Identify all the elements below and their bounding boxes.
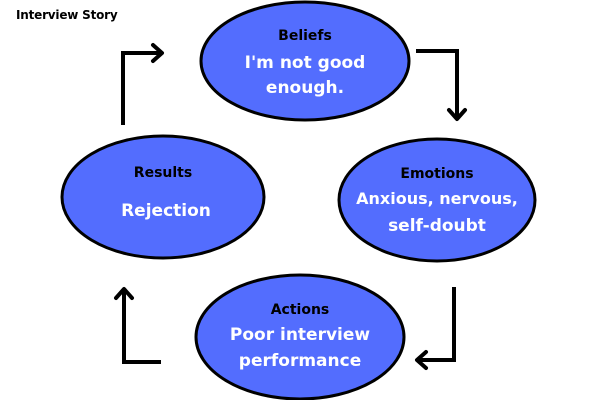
node-label: Emotions: [400, 166, 473, 182]
node-actions: Actions Poor interview performance: [194, 273, 406, 400]
node-emotions: Emotions Anxious, nervous, self-doubt: [337, 137, 537, 263]
arrow-right-down-icon: [416, 49, 467, 121]
arrow-left-up-icon: [114, 287, 161, 364]
node-text-line: Rejection: [121, 201, 211, 221]
node-text-line: I'm not good: [245, 53, 366, 73]
node-results: Results Rejection: [60, 134, 266, 260]
node-ellipse: [199, 0, 411, 122]
node-label: Results: [134, 165, 192, 181]
node-text-line: Poor interview: [230, 325, 371, 345]
node-text-line: enough.: [266, 78, 344, 98]
node-label: Beliefs: [278, 28, 332, 44]
arrow-down-left-icon: [415, 287, 456, 370]
diagram-title: Interview Story: [16, 8, 118, 22]
node-label: Actions: [271, 302, 330, 318]
node-text-line: self-doubt: [388, 216, 486, 236]
node-ellipse: [60, 134, 266, 260]
node-beliefs: Beliefs I'm not good enough.: [199, 0, 411, 122]
node-ellipse: [194, 273, 406, 400]
node-text-line: Anxious, nervous,: [356, 189, 518, 208]
arrow-up-right-icon: [121, 43, 164, 125]
node-text-line: performance: [239, 351, 361, 371]
node-ellipse: [337, 137, 537, 263]
